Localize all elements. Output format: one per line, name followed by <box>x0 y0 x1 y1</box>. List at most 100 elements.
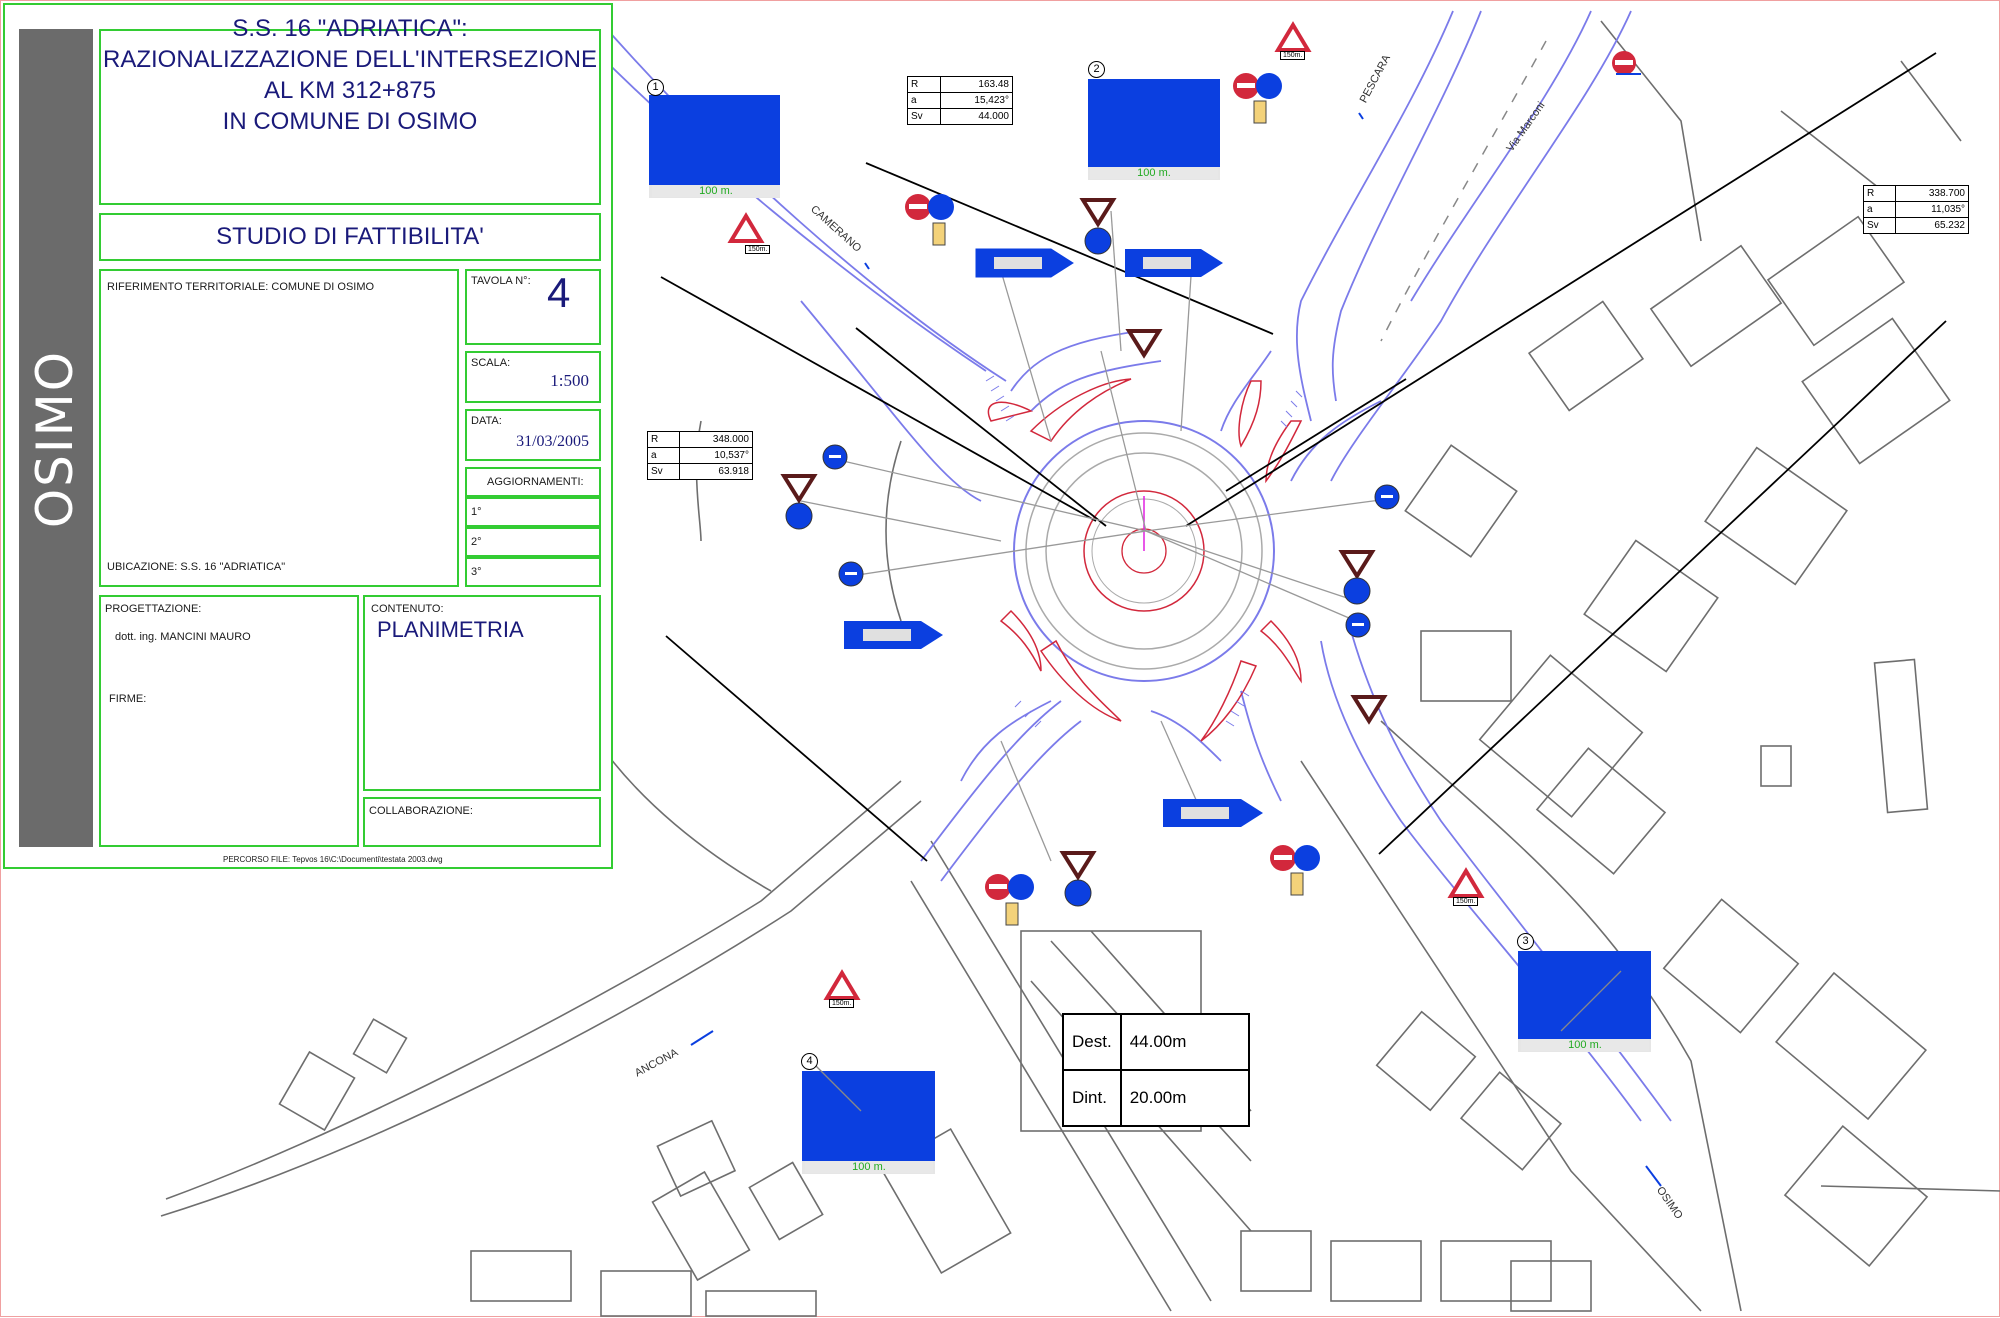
territory-box: RIFERIMENTO TERRITORIALE: COMUNE DI OSIM… <box>99 269 459 587</box>
contenuto-box: CONTENUTO: PLANIMETRIA <box>363 595 601 791</box>
roundabout <box>1013 420 1275 682</box>
curve-key: a <box>647 447 680 464</box>
city-label-vertical: OSIMO <box>26 349 84 529</box>
curve-value: 11,035° <box>1894 201 1970 218</box>
curve-key: a <box>907 92 941 109</box>
project-title: S.S. 16 "ADRIATICA": RAZIONALIZZAZIONE D… <box>101 13 599 137</box>
no-entry-sign-pair <box>905 194 954 246</box>
keep-right-signs <box>822 444 1400 638</box>
curve-value: 10,537° <box>678 447 754 464</box>
data-label: DATA: <box>471 415 502 427</box>
give-way-sign <box>1350 695 1388 725</box>
curve-key: Sv <box>907 108 941 125</box>
no-entry-sign <box>1612 51 1636 75</box>
curve-key: R <box>647 431 680 448</box>
data-box: DATA: 31/03/2005 <box>465 409 601 461</box>
collaborazione-label: COLLABORAZIONE: <box>369 805 473 817</box>
distance-value: 44.00m <box>1119 1013 1250 1071</box>
designer-name: dott. ing. MANCINI MAURO <box>115 631 251 643</box>
distance-150-tag: 150m. <box>1453 897 1479 906</box>
curve-key: R <box>907 76 941 93</box>
distance-150-tag: 150m. <box>1280 51 1306 60</box>
distance-key: Dest. <box>1062 1013 1122 1071</box>
sign-number: 1 <box>647 79 664 96</box>
distance-table: Dest.44.00m Dint.20.00m <box>1062 1013 1250 1127</box>
curve-value: 338.700 <box>1894 185 1970 202</box>
agg-row-label: 3° <box>471 566 482 578</box>
aggiornamenti-label: AGGIORNAMENTI: <box>487 476 584 488</box>
info-panel <box>1088 79 1220 167</box>
title-line: RAZIONALIZZAZIONE DELL'INTERSEZIONE <box>103 46 597 73</box>
give-way-sign <box>1059 851 1097 907</box>
distance-100-label: 100 m. <box>805 1161 933 1173</box>
tavola-number: 4 <box>547 269 571 316</box>
scala-label: SCALA: <box>471 357 511 369</box>
direction-arrow-sign <box>1163 799 1263 827</box>
give-way-sign <box>1079 198 1117 255</box>
no-entry-sign-pair <box>1270 845 1320 896</box>
sign-number: 3 <box>1517 933 1534 950</box>
distance-150-tag: 150m. <box>829 999 855 1008</box>
title-box: S.S. 16 "ADRIATICA": RAZIONALIZZAZIONE D… <box>99 15 601 205</box>
centerline <box>1380 40 1547 342</box>
sidebar-strip: OSIMO <box>19 29 93 847</box>
agg-row-label: 2° <box>471 536 482 548</box>
distance-value: 20.00m <box>1119 1069 1250 1127</box>
road-arrows <box>690 73 1662 1187</box>
distance-100-label: 100 m. <box>652 185 780 197</box>
curve-value: 65.232 <box>1894 217 1970 234</box>
sign-number: 4 <box>801 1053 818 1070</box>
title-line: S.S. 16 "ADRIATICA": <box>232 15 468 42</box>
progettazione-label: PROGETTAZIONE: <box>105 603 202 615</box>
no-entry-sign-pair <box>985 874 1034 926</box>
curve-key: Sv <box>1863 217 1896 234</box>
study-type: STUDIO DI FATTIBILITA' <box>216 223 484 250</box>
title-line: IN COMUNE DI OSIMO <box>222 108 478 135</box>
sign-number: 2 <box>1088 61 1105 78</box>
give-way-signs <box>780 198 1388 907</box>
info-panel <box>649 95 780 185</box>
distance-150-tag: 150m. <box>745 245 771 254</box>
no-entry-sign-pair <box>1233 73 1282 124</box>
agg-row: 2° <box>465 527 601 557</box>
scala-value: 1:500 <box>550 371 589 390</box>
direction-arrow-sign <box>844 621 943 649</box>
hatching <box>985 375 1303 728</box>
contenuto-label: CONTENUTO: <box>371 603 444 615</box>
agg-row-label: 1° <box>471 506 482 518</box>
splitter-islands <box>987 378 1303 742</box>
ubicazione-label: UBICAZIONE: S.S. 16 "ADRIATICA" <box>107 561 286 573</box>
curve-value: 163.48 <box>939 76 1014 93</box>
give-way-sign <box>1125 329 1163 359</box>
riferimento-label: RIFERIMENTO TERRITORIALE: COMUNE DI OSIM… <box>107 281 375 293</box>
study-type-box: STUDIO DI FATTIBILITA' <box>99 213 601 261</box>
curve-value: 44.000 <box>939 108 1014 125</box>
direction-arrow-sign <box>975 248 1074 278</box>
curve-value: 63.918 <box>678 463 754 480</box>
agg-row: 1° <box>465 497 601 527</box>
tavola-box: TAVOLA N°: 4 <box>465 269 601 345</box>
date-value: 31/03/2005 <box>516 433 589 450</box>
collaborazione-box: COLLABORAZIONE: <box>363 797 601 847</box>
curve-key: Sv <box>647 463 680 480</box>
curve-value: 15,423° <box>939 92 1014 109</box>
progettazione-box: PROGETTAZIONE: dott. ing. MANCINI MAURO … <box>99 595 359 847</box>
warning-signs <box>727 21 1485 1000</box>
file-path: PERCORSO FILE: Tepvos 16\C:\Documenti\te… <box>223 855 443 864</box>
distance-key: Dint. <box>1062 1069 1122 1127</box>
curve-key: a <box>1863 201 1896 218</box>
sight-lines <box>660 52 1947 862</box>
aggiornamenti-header: AGGIORNAMENTI: <box>465 467 601 497</box>
contenuto-value: PLANIMETRIA <box>377 617 524 642</box>
leader-lines <box>800 210 1389 862</box>
give-way-sign <box>780 474 818 530</box>
title-block: OSIMO S.S. 16 "ADRIATICA": RAZIONALIZZAZ… <box>3 3 613 869</box>
sign-clusters <box>905 51 1636 926</box>
direction-arrow-sign <box>1125 249 1223 277</box>
firme-label: FIRME: <box>109 693 147 705</box>
direction-signs <box>844 248 1263 827</box>
agg-row: 3° <box>465 557 601 587</box>
give-way-sign <box>1338 550 1376 605</box>
